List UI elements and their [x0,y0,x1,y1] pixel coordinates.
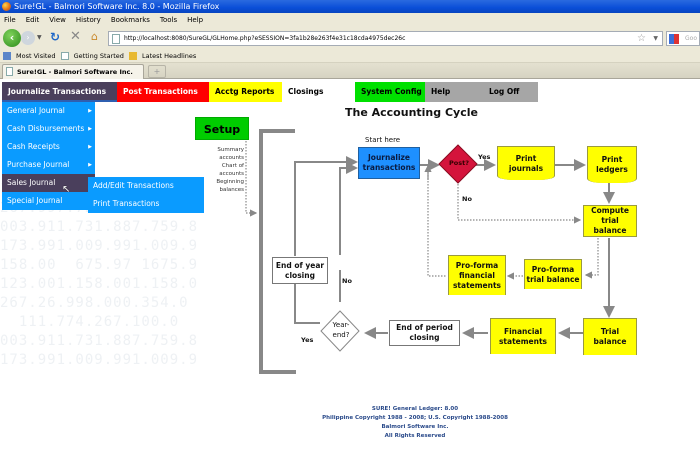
menu-history[interactable]: History [75,16,101,24]
url-bar[interactable]: http://localhost:8080/SureGL/GLHome.php?… [108,31,663,46]
stop-icon[interactable]: ✕ [70,29,81,44]
bookmark-getting-started[interactable]: Getting Started [60,52,124,60]
menu-journalize-transactions[interactable]: Journalize Transactions [2,82,117,102]
footer-copyright: Philippine Copyright 1988 - 2008; U.S. C… [322,415,508,421]
setup-box[interactable]: Setup [195,117,249,140]
dropdown-cash-receipts[interactable]: Cash Receipts▶ [2,138,95,156]
diagram-title: The Accounting Cycle [345,106,478,119]
menu-help[interactable]: Help [187,16,204,24]
footer-rights: All Rights Reserved [384,433,446,439]
dropdown-special-journal[interactable]: Special Journal [7,196,63,205]
dropdown-general-journal[interactable]: General Journal▶ [2,102,95,120]
no-label: No [462,195,472,203]
reload-icon[interactable]: ↻ [50,30,61,44]
menu-edit[interactable]: Edit [25,16,40,24]
page-icon [60,52,69,60]
page-content: 123.001.158.001.158.0 267.997.721.007.72… [0,80,700,461]
proforma-financial-statements-box[interactable]: Pro-forma financial statements [448,255,506,295]
back-arrow-icon: ‹ [9,31,15,44]
accounting-cycle-connectors [245,129,615,374]
search-box[interactable]: Goo [666,31,700,46]
journalize-transactions-box[interactable]: Journalize transactions [358,147,420,179]
footer-company: Balmori Software Inc. [381,424,449,430]
background-watermark: 123.001.158.001.158.0 267.997.721.007.72… [0,181,199,368]
yes-label: Yes [301,336,314,344]
submenu-arrow-icon: ▶ [88,144,92,150]
tab-bar: Sure!GL - Balmori Software Inc. 8.0 + [0,63,700,90]
url-text: http://localhost:8080/SureGL/GLHome.php?… [124,35,406,42]
menu-system-config[interactable]: System Config [355,82,425,102]
submenu-arrow-icon: ▶ [88,162,92,168]
end-of-period-closing-box[interactable]: End of period closing [389,320,460,346]
menu-help[interactable]: Help [425,82,483,102]
footer: SURE! General Ledger: 8.00 Philippine Co… [300,405,530,441]
dropdown-sales-journal[interactable]: Sales Journal [2,174,95,192]
browser-menu-bar: File Edit View History Bookmarks Tools Help [0,13,700,27]
footer-version: SURE! General Ledger: 8.00 [371,406,459,412]
mouse-cursor-icon: ↖ [62,184,71,195]
year-end-decision-diamond [320,310,360,352]
browser-tab-active[interactable]: Sure!GL - Balmori Software Inc. 8.0 [2,64,144,90]
bookmarks-toolbar: Most Visited Getting Started Latest Head… [0,49,700,63]
menu-closings[interactable]: Closings [282,82,355,102]
main-menu: Journalize Transactions Post Transaction… [2,82,538,102]
window-title-bar: Sure!GL - Balmori Software Inc. 8.0 - Mo… [0,0,700,13]
trial-balance-box[interactable]: Trial balance [583,318,637,355]
window-title: Sure!GL - Balmori Software Inc. 8.0 - Mo… [14,2,220,11]
home-icon[interactable]: ⌂ [91,30,98,43]
print-ledgers-box[interactable]: Print ledgers [587,146,637,183]
compute-trial-balance-box[interactable]: Compute trial balance [583,205,637,237]
url-dropdown-icon[interactable]: ▼ [653,35,658,42]
dropdown-purchase-journal[interactable]: Purchase Journal▶ [2,156,95,174]
menu-bookmarks[interactable]: Bookmarks [110,16,150,24]
page-icon [6,67,13,76]
back-button[interactable]: ‹ [3,29,21,47]
bookmark-most-visited[interactable]: Most Visited [3,52,56,60]
most-visited-icon [3,52,11,60]
forward-button[interactable]: › [21,31,35,45]
navigation-toolbar: ‹ › ▼ ↻ ✕ ⌂ http://localhost:8080/SureGL… [0,27,700,49]
year-end-label: Year-end? [332,321,350,339]
submenu-add-edit-transactions[interactable]: Add/Edit Transactions [93,181,174,190]
journalize-dropdown: General Journal▶ Cash Disbursements▶ Cas… [2,102,95,210]
new-tab-button[interactable]: + [148,65,166,78]
menu-acctg-reports[interactable]: Acctg Reports [209,82,282,102]
menu-tools[interactable]: Tools [159,16,178,24]
menu-post-transactions[interactable]: Post Transactions [117,82,209,102]
forward-arrow-icon: › [26,33,30,42]
menu-file[interactable]: File [4,16,16,24]
post-label: Post? [449,159,469,167]
yes-label: Yes [478,153,491,161]
rss-folder-icon [128,52,137,60]
end-of-year-closing-box[interactable]: End of year closing [272,257,328,284]
dropdown-cash-disbursements[interactable]: Cash Disbursements▶ [2,120,95,138]
financial-statements-box[interactable]: Financial statements [490,318,556,354]
post-decision-diamond [438,144,478,184]
submenu-arrow-icon: ▶ [88,108,92,114]
print-journals-box[interactable]: Print journals [497,146,555,180]
menu-view[interactable]: View [49,16,66,24]
search-placeholder: Goo [685,35,697,42]
sales-journal-submenu: Add/Edit Transactions Print Transactions [88,177,204,213]
start-here-label: Start here [365,136,401,144]
history-dropdown-icon[interactable]: ▼ [37,34,42,41]
bookmark-latest-headlines[interactable]: Latest Headlines [128,52,196,60]
page-icon [112,34,120,44]
submenu-print-transactions[interactable]: Print Transactions [93,199,160,208]
proforma-trial-balance-box[interactable]: Pro-forma trial balance [524,259,582,289]
setup-notes: Summary accounts Chart of accounts Begin… [216,147,244,193]
no-label: No [342,277,352,285]
firefox-icon [2,2,11,11]
menu-log-off[interactable]: Log Off [483,82,538,102]
google-icon[interactable] [669,34,679,44]
submenu-arrow-icon: ▶ [88,126,92,132]
bookmark-star-icon[interactable]: ☆ [637,33,646,44]
